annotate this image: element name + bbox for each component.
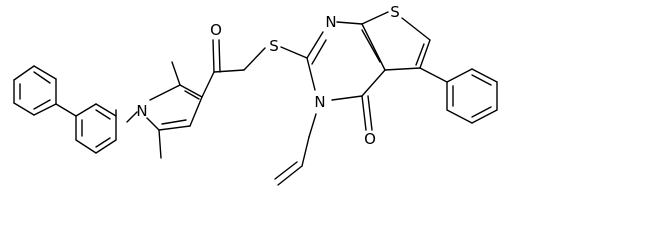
bond (306, 31, 324, 59)
molecule-structure-diagram: N O S N S N O (13, 3, 498, 186)
bond (306, 57, 316, 91)
bond (179, 84, 203, 98)
bond (471, 106, 492, 118)
bond (336, 21, 363, 25)
bond (367, 95, 373, 131)
bond (280, 46, 308, 59)
bond (446, 68, 473, 83)
atom-label-n-pyrrole: N (136, 102, 147, 120)
atom-label-o-carbonyl: O (364, 130, 376, 148)
bond (13, 102, 35, 116)
bond (419, 39, 431, 69)
bond (274, 161, 298, 180)
bond (13, 65, 35, 81)
bond (33, 103, 57, 116)
bond (361, 29, 381, 63)
atom-label-n-pyrimidine-bottom: N (314, 93, 325, 111)
bond (171, 61, 181, 86)
bond (55, 103, 77, 117)
bond (161, 119, 187, 125)
bond (415, 43, 425, 66)
bond (308, 113, 317, 138)
bond (201, 71, 215, 98)
bond (361, 95, 367, 131)
bond (471, 109, 498, 124)
bond (126, 111, 138, 123)
bond (471, 74, 492, 86)
thiophene-phenyl-ring (419, 67, 498, 124)
bond (33, 65, 57, 80)
bond (149, 84, 181, 101)
atom-labels: N O S N S N O (136, 3, 399, 148)
bond (95, 103, 117, 117)
bond (218, 39, 221, 73)
atom-label-s-thioether: S (269, 37, 279, 55)
thienopyrimidine-core (280, 11, 431, 131)
bond (446, 109, 473, 124)
bond (146, 117, 160, 131)
bond (361, 11, 389, 25)
bond (401, 17, 431, 41)
bond (213, 69, 245, 73)
bond (212, 39, 215, 73)
bond (158, 125, 191, 131)
allyl-group (274, 113, 317, 186)
outer-phenyl-ring (13, 65, 57, 116)
bond (189, 96, 203, 127)
bond (95, 139, 117, 154)
bond (95, 137, 111, 148)
bond (384, 67, 421, 71)
bond (158, 129, 162, 159)
bond (75, 103, 97, 117)
ketone-linker (201, 39, 266, 98)
bond (361, 69, 386, 97)
bond (75, 139, 97, 154)
inner-phenyl-ring (55, 103, 117, 154)
bond (361, 23, 386, 71)
bond (33, 71, 51, 84)
atom-label-o-ketone: O (210, 21, 222, 39)
bond (95, 109, 111, 120)
bond (243, 47, 266, 71)
bond (33, 99, 51, 110)
bond (419, 67, 448, 83)
bond (331, 95, 363, 101)
bond (301, 136, 310, 167)
bond (471, 68, 498, 83)
pyrrole-ring (126, 61, 203, 159)
bond (277, 165, 303, 186)
atom-label-s-thiophene: S (390, 3, 400, 21)
bond (184, 90, 200, 100)
bond (311, 39, 327, 65)
atom-label-n-pyrimidine-top: N (325, 13, 336, 31)
